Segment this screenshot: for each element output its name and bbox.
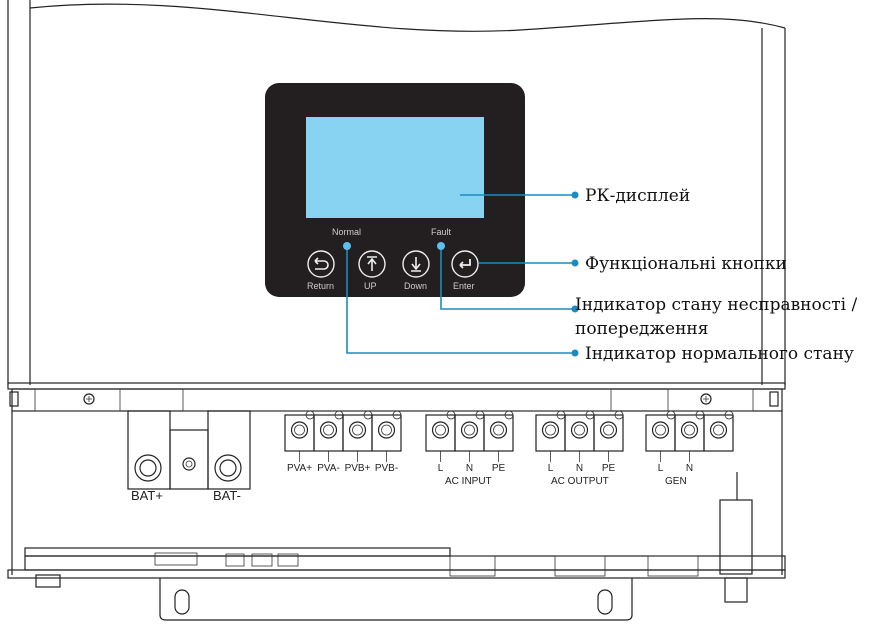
callout-fault-line1: Індикатор стану несправності / — [575, 295, 857, 315]
led-normal — [343, 242, 351, 250]
led-fault-label: Fault — [431, 227, 452, 237]
callout-lcd: РК-дисплей — [585, 186, 690, 206]
ac-input-terminal — [454, 410, 485, 452]
callout-fault-line2: попередження — [575, 319, 708, 339]
ac-output-pin-label: L — [548, 463, 554, 474]
arrow-down-icon — [411, 257, 421, 272]
ac-input-pin-label: N — [466, 463, 473, 474]
ac-output-terminal — [535, 410, 566, 452]
pv-terminal — [342, 410, 373, 452]
return-button-label: Return — [307, 281, 334, 291]
callout-normal: Індикатор нормального стану — [585, 344, 854, 364]
up-button-label: UP — [364, 281, 377, 291]
gen-terminal — [703, 410, 734, 452]
pv-terminal — [313, 410, 344, 452]
pv-pin-label: PVA+ — [287, 463, 312, 474]
ac-output-pin-label: PE — [602, 463, 616, 474]
led-normal-label: Normal — [332, 227, 361, 237]
ac-input-terminal — [483, 410, 514, 452]
down-button[interactable]: Down — [402, 250, 430, 291]
pv-pin-label: PVB- — [375, 463, 398, 474]
ac-input-terminal — [425, 410, 456, 452]
return-icon — [314, 257, 329, 270]
ac-output-terminal — [593, 410, 624, 452]
pcb-board — [24, 472, 786, 621]
return-button[interactable]: Return — [307, 250, 335, 291]
gen-pin-label: N — [686, 463, 693, 474]
gen-pin-label: L — [658, 463, 664, 474]
pv-terminal — [284, 410, 315, 452]
led-fault — [437, 242, 445, 250]
bat-plus-label: BAT+ — [131, 488, 163, 503]
terminal-blocks: PVA+ PVA- PVB+ PVB- L N PE L N PE L N — [284, 410, 734, 474]
bat-minus-label: BAT- — [213, 488, 241, 503]
lcd-display — [306, 117, 484, 218]
ac-input-label: AC INPUT — [445, 476, 492, 487]
arrow-up-icon — [367, 256, 377, 271]
pv-pin-label: PVA- — [317, 463, 340, 474]
battery-terminals: BAT+ BAT- — [127, 410, 251, 503]
gen-label: GEN — [665, 476, 687, 487]
callout-buttons: Функціональні кнопки — [585, 254, 787, 274]
gen-terminal — [645, 410, 676, 452]
up-button[interactable]: UP — [358, 250, 386, 291]
pv-terminal — [371, 410, 402, 452]
ac-input-pin-label: L — [438, 463, 444, 474]
enter-button-label: Enter — [453, 281, 475, 291]
ac-output-pin-label: N — [576, 463, 583, 474]
down-button-label: Down — [404, 281, 427, 291]
ac-output-terminal — [564, 410, 595, 452]
callouts: РК-дисплей Функціональні кнопки Індикато… — [346, 186, 857, 364]
gen-terminal — [674, 410, 705, 452]
pv-pin-label: PVB+ — [345, 463, 371, 474]
control-panel: Normal Fault Return UP Down Enter — [265, 83, 525, 297]
ac-input-pin-label: PE — [492, 463, 506, 474]
enter-icon — [459, 259, 471, 269]
ac-output-label: AC OUTPUT — [551, 476, 609, 487]
enter-button[interactable]: Enter — [451, 250, 479, 291]
